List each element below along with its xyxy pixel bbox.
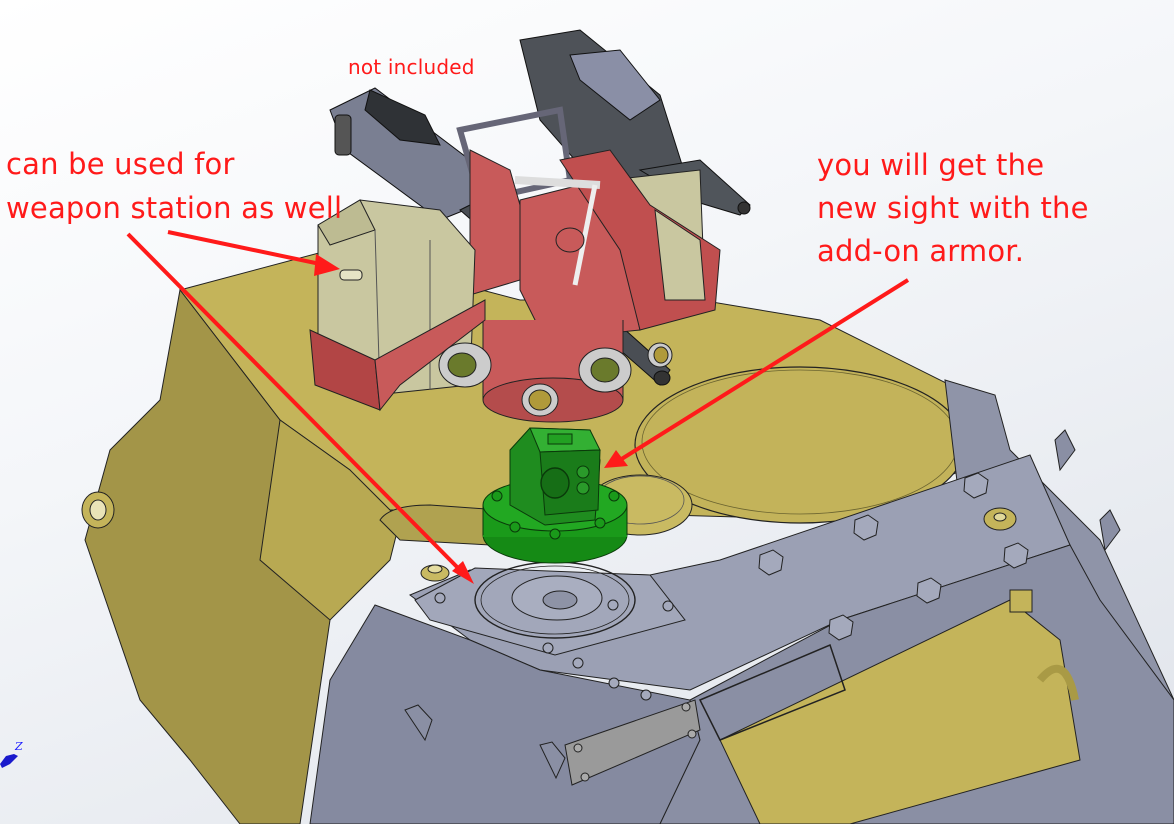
- new-sight: [482, 427, 628, 564]
- annotation-weapon-station: can be used for weapon station as well: [6, 147, 343, 225]
- triad-z-label: Z: [15, 740, 23, 753]
- annotation-not-included: not included: [348, 55, 475, 79]
- annotation-arrows: [126, 230, 910, 584]
- coordinate-triad-icon: [0, 754, 18, 768]
- weapon-station: [309, 29, 751, 423]
- add-on-armor: [309, 379, 1174, 824]
- annotation-new-sight: you will get the new sight with the add-…: [817, 148, 1089, 268]
- smoke-launchers: [438, 342, 673, 417]
